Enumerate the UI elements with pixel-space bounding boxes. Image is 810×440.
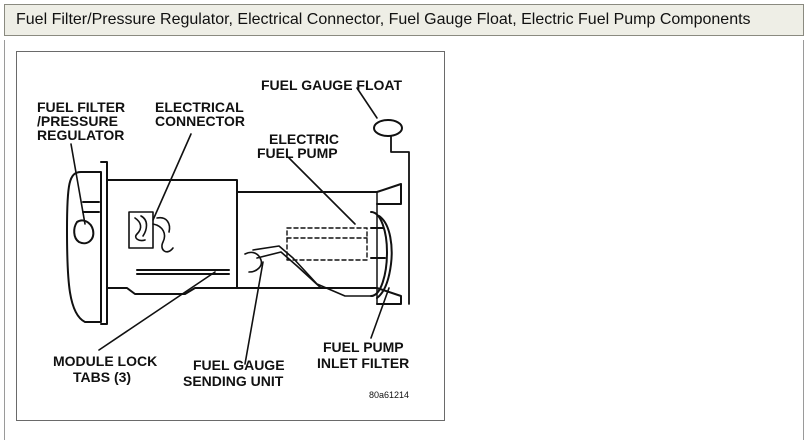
label-fuel-filter-line3: REGULATOR bbox=[37, 127, 124, 143]
label-electric-fuel-pump-line2: FUEL PUMP bbox=[257, 145, 338, 161]
module-body bbox=[106, 179, 238, 295]
leader-connector bbox=[152, 133, 192, 221]
electrical-connector bbox=[128, 211, 174, 253]
label-electric-fuel-pump-line1: ELECTRIC bbox=[269, 131, 339, 147]
label-fuel-filter-line1: FUEL FILTER bbox=[37, 99, 125, 115]
label-fuel-gauge-sending-unit-line2: SENDING UNIT bbox=[183, 373, 284, 389]
diagram-frame: FUEL FILTER /PRESSURE REGULATOR ELECTRIC… bbox=[16, 51, 445, 421]
label-fuel-gauge-sending-unit-line1: FUEL GAUGE bbox=[193, 357, 285, 373]
leader-lock-tabs bbox=[98, 271, 216, 351]
leader-inlet-filter bbox=[370, 287, 390, 339]
label-fuel-filter-line2: /PRESSURE bbox=[37, 113, 118, 129]
label-module-lock-tabs-line1: MODULE LOCK bbox=[53, 353, 157, 369]
fuel-gauge-float bbox=[373, 119, 410, 305]
fuel-pump-inlet-filter bbox=[370, 211, 393, 299]
label-module-lock-tabs-line2: TABS (3) bbox=[73, 369, 131, 385]
fuel-filter-pressure-regulator bbox=[66, 161, 108, 325]
label-electrical-connector-line2: CONNECTOR bbox=[155, 113, 245, 129]
leader-filter bbox=[70, 143, 86, 225]
fuel-pump-module-diagram: FUEL FILTER /PRESSURE REGULATOR ELECTRIC… bbox=[37, 77, 410, 400]
fuel-gauge-sending-unit bbox=[244, 245, 374, 297]
label-fuel-pump-inlet-filter-line2: INLET FILTER bbox=[317, 355, 409, 371]
leader-pump bbox=[288, 157, 356, 225]
figure-code: 80a61214 bbox=[369, 390, 409, 400]
label-electrical-connector-line1: ELECTRICAL bbox=[155, 99, 244, 115]
label-fuel-gauge-float: FUEL GAUGE FLOAT bbox=[261, 77, 402, 93]
leader-float bbox=[356, 87, 378, 119]
page-title: Fuel Filter/Pressure Regulator, Electric… bbox=[4, 4, 804, 36]
fuel-reservoir bbox=[236, 183, 402, 305]
electric-fuel-pump bbox=[286, 227, 368, 261]
label-fuel-pump-inlet-filter-line1: FUEL PUMP bbox=[323, 339, 404, 355]
leader-sending-unit bbox=[244, 261, 264, 365]
